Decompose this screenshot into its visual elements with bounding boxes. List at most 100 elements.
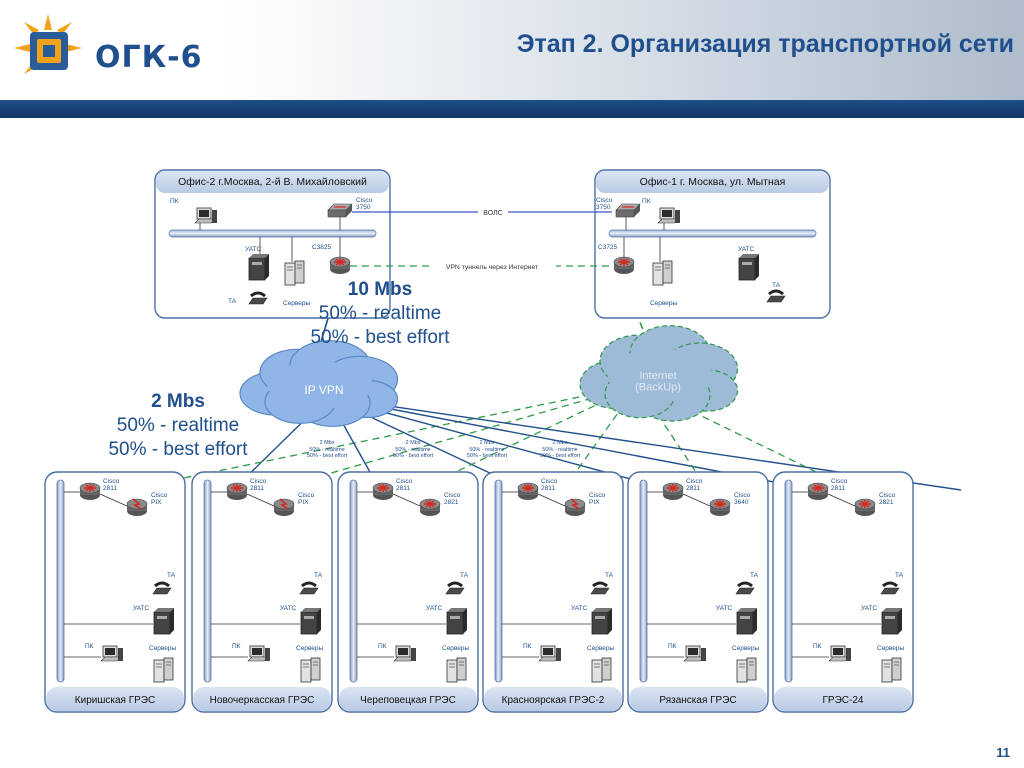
plant-router-icon-3 <box>372 482 394 501</box>
plant-edge-device-icon-3 <box>419 498 441 517</box>
plant-servers-icon-3 <box>446 657 467 683</box>
ip-vpn-label: IP VPN <box>304 383 343 397</box>
plant-servers-label-6: Серверы <box>877 645 905 652</box>
plant-pc-icon-5 <box>683 645 707 662</box>
plant-edge-device-icon-1 <box>126 498 148 517</box>
office-2-title: Офис-2 г.Москва, 2-й В. Михайловский <box>178 176 367 188</box>
plant-router-icon-1 <box>79 482 101 501</box>
plant-router-icon-4 <box>517 482 539 501</box>
plant-name-2: Новочеркасская ГРЭС <box>210 695 315 706</box>
main-link-speed-label: 10 Mbs 50% - realtime 50% - best effort <box>290 278 470 350</box>
plant-pc-icon-2 <box>247 645 271 662</box>
plant-name-1: Киришская ГРЭС <box>75 695 155 706</box>
internet-link-plant-5 <box>637 384 709 491</box>
office-1-phone-label: ТА <box>772 282 781 289</box>
office-2-pc-label: ПК <box>170 198 179 205</box>
fiber-label-bg <box>478 206 508 218</box>
plant-pbx-label-3: УАТС <box>426 605 442 612</box>
vpn-tunnel-label-bg <box>430 260 556 272</box>
plant-pbx-icon-6 <box>881 607 903 635</box>
plant-phone-label-6: ТА <box>895 572 904 579</box>
plant-pbx-icon-2 <box>300 607 322 635</box>
plant-pc-label-1: ПК <box>85 643 94 650</box>
internet-cloud <box>579 325 739 422</box>
plant-servers-icon-6 <box>881 657 902 683</box>
plant-lan-bus-4 <box>494 479 503 683</box>
plant-router-icon-6 <box>807 482 829 501</box>
company-logo-icon <box>14 14 82 74</box>
plant-name-3: Череповецкая ГРЭС <box>360 695 456 706</box>
main-link-best-effort-share: 50% - best effort <box>310 327 450 348</box>
plant-phone-label-2: ТА <box>314 572 323 579</box>
plant-edge-device-icon-6 <box>854 498 876 517</box>
plant-name-4: Красноярская ГРЭС-2 <box>502 695 605 706</box>
plant-pc-label-3: ПК <box>378 643 387 650</box>
plant-router-icon-5 <box>662 482 684 501</box>
office-1-gateway-icon <box>613 256 635 275</box>
office-2-pc-icon <box>194 207 218 224</box>
branch-link-realtime-share: 50% - realtime <box>116 415 240 436</box>
main-link-realtime-share: 50% - realtime <box>318 303 442 324</box>
plant-pc-label-2: ПК <box>232 643 241 650</box>
office-2-pbx-icon <box>248 253 270 281</box>
main-link-speed: 10 Mbs <box>347 279 413 300</box>
company-logo-text: ОГК-6 <box>95 40 203 75</box>
office-2-servers-label: Серверы <box>283 300 311 307</box>
plant-pbx-label-5: УАТС <box>716 605 732 612</box>
office-2-gateway-icon <box>329 256 351 275</box>
office-1-pc-label: ПК <box>642 198 651 205</box>
plant-pc-icon-6 <box>828 645 852 662</box>
branch-link-speed-label: 2 Mbs 50% - realtime 50% - best effort <box>88 390 268 462</box>
plant-pbx-label-6: УАТС <box>861 605 877 612</box>
internet-label: Internet(BackUp) <box>635 370 681 394</box>
plant-pc-label-4: ПК <box>523 643 532 650</box>
plant-pbx-icon-5 <box>736 607 758 635</box>
office-1-title: Офис-1 г. Москва, ул. Мытная <box>640 176 786 188</box>
plant-pc-label-5: ПК <box>668 643 677 650</box>
plant-servers-label-3: Серверы <box>442 645 470 652</box>
plant-pbx-icon-1 <box>153 607 175 635</box>
fiber-label: ВОЛС <box>483 210 502 217</box>
office-2-pbx-label: УАТС <box>245 246 261 253</box>
plant-phone-label-3: ТА <box>460 572 469 579</box>
office-1-pbx-label: УАТС <box>738 246 754 253</box>
plant-lan-bus-6 <box>784 479 793 683</box>
link-label-2: 2 Mbs 50% - realtime 50% - best effort <box>392 440 434 459</box>
plant-phone-label-4: ТА <box>605 572 614 579</box>
branch-link-best-effort-share: 50% - best effort <box>108 439 248 460</box>
office-1-servers-label: Серверы <box>650 300 678 307</box>
plant-pbx-icon-3 <box>446 607 468 635</box>
plant-phone-label-1: ТА <box>167 572 176 579</box>
plant-lan-bus-3 <box>349 479 358 683</box>
page-title: Этап 2. Организация транспортной сети <box>516 30 1014 58</box>
plant-servers-label-5: Серверы <box>732 645 760 652</box>
plant-lan-bus-2 <box>203 479 212 683</box>
plant-servers-icon-4 <box>591 657 612 683</box>
vpn-tunnel-label: VPN туннель через Интернет <box>446 264 538 271</box>
ip-vpn-cloud <box>239 340 399 427</box>
plant-pc-icon-3 <box>393 645 417 662</box>
plant-pbx-label-1: УАТС <box>133 605 149 612</box>
plant-servers-label-2: Серверы <box>296 645 324 652</box>
link-label-3: 2 Mbs 50% - realtime 50% - best effort <box>466 440 508 459</box>
plant-lan-bus-1 <box>56 479 65 683</box>
slide-header <box>0 0 1024 100</box>
plant-lan-bus-5 <box>639 479 648 683</box>
plant-router-icon-2 <box>226 482 248 501</box>
office-2-lan-bus <box>168 229 377 238</box>
